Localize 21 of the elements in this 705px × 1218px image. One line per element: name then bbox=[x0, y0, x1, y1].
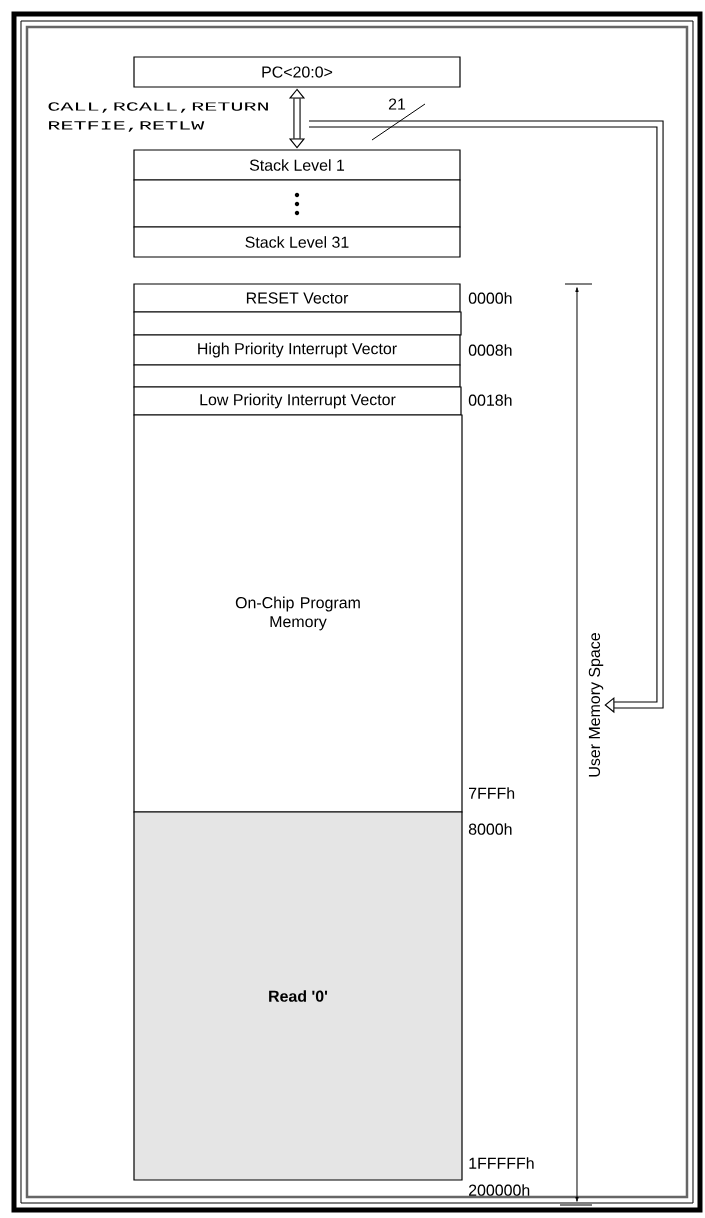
double-arrow bbox=[288, 88, 306, 149]
address-label: 0018h bbox=[468, 394, 512, 406]
empty-box bbox=[133, 311, 462, 336]
stack-level-box: Stack Level 1 bbox=[133, 149, 461, 181]
address-label: 200000h bbox=[469, 1184, 530, 1196]
address-label: 8000h bbox=[468, 823, 512, 835]
address-label: 0000h bbox=[468, 292, 512, 304]
address-label: 7FFFh bbox=[469, 787, 515, 799]
axis-label: User Memory Space bbox=[588, 633, 604, 777]
edge-label: CALL,RCALL,RETURN RETFIE,RETLW bbox=[48, 102, 268, 132]
empty-box bbox=[133, 364, 461, 388]
stack-level-box: Stack Level 31 bbox=[133, 226, 461, 258]
register-box: PC<20:0> bbox=[133, 56, 461, 88]
vector-box: High Priority Interrupt Vector bbox=[133, 334, 461, 366]
bus-arrow bbox=[309, 120, 664, 714]
edge-label: 21 bbox=[388, 98, 406, 110]
address-label: 0008h bbox=[468, 344, 512, 356]
vector-box: RESET Vector bbox=[133, 283, 461, 313]
vector-box: Low Priority Interrupt Vector bbox=[133, 386, 462, 416]
stack-box bbox=[133, 179, 461, 228]
memory-region: Read '0' bbox=[133, 811, 463, 1181]
